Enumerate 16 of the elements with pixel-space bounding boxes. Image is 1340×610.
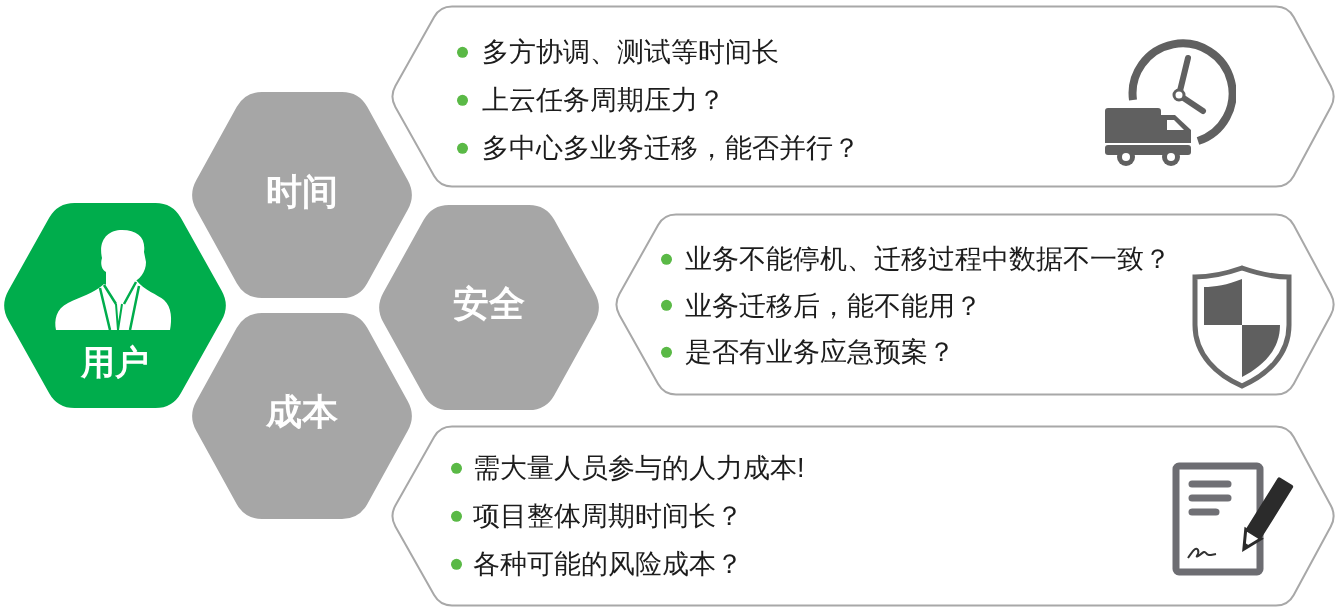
hexagon-label: 成本 bbox=[266, 391, 338, 433]
bullet-text: 项目整体周期时间长？ bbox=[473, 499, 743, 533]
bullet-text: 各种可能的风险成本？ bbox=[473, 547, 743, 581]
bullet-text: 是否有业务应急预案？ bbox=[685, 335, 955, 369]
info-panel bbox=[388, 425, 1338, 607]
hexagon-label: 用户 bbox=[81, 343, 149, 383]
bullet-text: 业务不能停机、迁移过程中数据不一致？ bbox=[685, 242, 1171, 276]
bullet-text: 多方协调、测试等时间长 bbox=[482, 35, 779, 69]
bullet-text: 需大量人员参与的人力成本! bbox=[473, 451, 805, 485]
hexagon-label: 安全 bbox=[453, 283, 525, 325]
hexagon-label: 时间 bbox=[266, 171, 338, 213]
bullet-text: 多中心多业务迁移，能否并行？ bbox=[482, 131, 860, 165]
info-panel bbox=[388, 5, 1338, 188]
info-panel bbox=[612, 213, 1338, 396]
bullet-text: 业务迁移后，能不能用？ bbox=[685, 289, 982, 322]
bullet-text: 上云任务周期压力？ bbox=[482, 83, 725, 117]
